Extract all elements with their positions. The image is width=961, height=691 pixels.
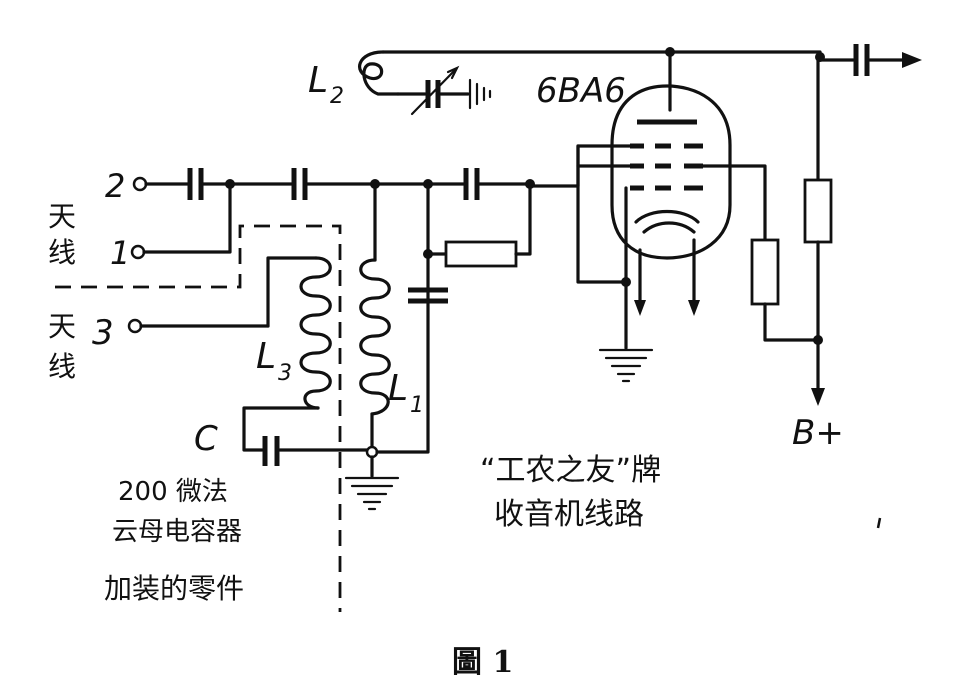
figure-caption: 圖 1: [452, 645, 513, 680]
input-line: [132, 168, 535, 200]
b-plus-label: B+: [792, 413, 844, 453]
grid-leak-resistor: [423, 182, 532, 268]
antenna-label-b-1: 天: [48, 310, 76, 343]
tuning-capacitor: [408, 287, 448, 304]
antenna-label-a-2: 线: [48, 236, 76, 269]
added-parts-boundary: [55, 224, 342, 612]
terminal-3-label: 3: [92, 313, 114, 353]
terminal-2-label: 2: [105, 167, 125, 205]
capacitor-c-label: C: [194, 419, 218, 459]
capacitor-note-value: 200 微法: [118, 477, 228, 507]
tube-label: 6BA6: [536, 71, 626, 111]
terminal-1-lead: [130, 182, 232, 260]
l1-subscript: 1: [410, 393, 424, 418]
l1-coil: [359, 182, 430, 459]
l3-label: L: [256, 336, 276, 377]
l3-subscript: 3: [278, 361, 292, 386]
added-parts-label: 加装的零件: [104, 572, 244, 605]
antenna-label-a-1: 天: [48, 200, 76, 233]
stray-mark: [876, 517, 882, 529]
ground-symbol-coil: [344, 455, 400, 511]
output-coupling: [815, 44, 922, 76]
l2-label: L: [308, 60, 328, 101]
l2-subscript: 2: [330, 84, 344, 109]
radio-subtitle: 收音机线路: [494, 497, 644, 532]
l1-label: L: [388, 368, 408, 409]
ground-symbol-tube: [598, 348, 654, 383]
plate-resistor: [803, 58, 833, 406]
plate-junction-dot: [665, 47, 675, 57]
tube-6ba6: [610, 84, 732, 260]
screen-resistor: [750, 238, 820, 342]
antenna-label-b-2: 线: [48, 350, 76, 383]
l2-coil: [358, 50, 822, 96]
trimmer-capacitor: [396, 65, 492, 116]
tube-connections: [528, 144, 767, 350]
terminal-1-label: 1: [110, 234, 130, 272]
capacitor-note-type: 云母电容器: [112, 517, 242, 547]
l3-coil: [127, 256, 374, 466]
radio-title: “工农之友”牌: [480, 453, 661, 488]
